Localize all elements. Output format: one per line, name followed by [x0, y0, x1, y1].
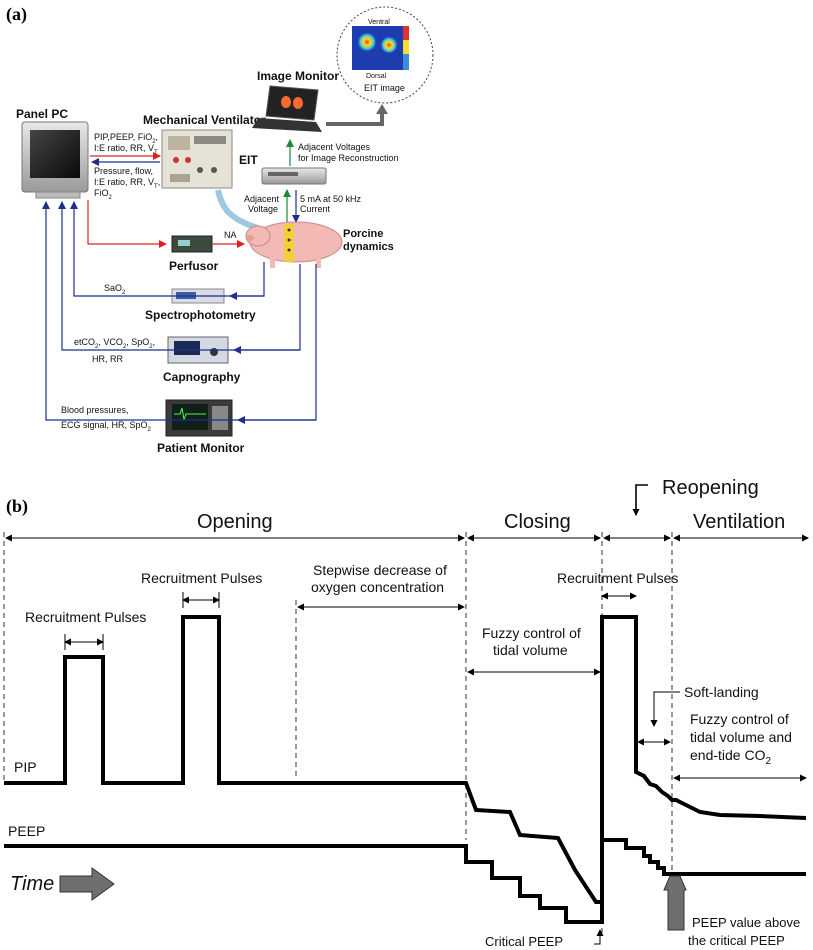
patient-monitor-label: Patient Monitor: [157, 441, 245, 455]
panel-pc-device: [21, 121, 89, 199]
ventilator-device: [161, 129, 233, 189]
vent-to-pc-label-2: I:E ratio, RR, VT,: [94, 177, 160, 190]
fuzzy-co2-label-1: Fuzzy control of: [690, 711, 789, 727]
eit-up-label-2: for Image Reconstruction: [298, 153, 399, 163]
eit-label: EIT: [239, 153, 258, 167]
monitor-to-eit-arrow: [326, 112, 384, 126]
pc-to-vent-label-1: PIP,PEEP, FiO2,: [94, 132, 158, 145]
ventilator-tube: [215, 189, 259, 231]
soft-landing-label: Soft-landing: [684, 684, 759, 700]
patient-monitor-device: [165, 399, 233, 437]
pip-trace: [4, 615, 807, 904]
time-label: Time: [10, 873, 54, 895]
stepwise-label-2: oxygen concentration: [311, 579, 444, 595]
pc-to-perfusor-arrow: [87, 200, 167, 248]
pm-signals-1: Blood pressures,: [61, 405, 129, 415]
recruitment-label-2: Recruitment Pulses: [141, 570, 262, 586]
monitor-to-eit-arrowhead: [376, 104, 388, 114]
phase-closing: Closing: [504, 511, 571, 533]
peep-label: PEEP: [8, 823, 45, 839]
eit-device: [261, 167, 327, 185]
fuzzy-tidal-label-1: Fuzzy control of: [482, 625, 581, 641]
eit-dorsal-label: Dorsal: [366, 73, 387, 80]
sao2-label: SaO2: [104, 283, 126, 296]
pip-label: PIP: [14, 759, 37, 775]
current-label-1: 5 mA at 50 kHz: [300, 194, 362, 204]
panel-a-label: (a): [6, 4, 27, 25]
current-label-2: Current: [300, 204, 331, 214]
capno-signals-1: etCO2, VCO2, SpO2,: [74, 337, 155, 350]
peep-trace: [4, 838, 806, 924]
critical-peep-label: Critical PEEP: [485, 934, 563, 949]
adjacent-voltage-2: Voltage: [248, 204, 278, 214]
phase-opening: Opening: [197, 511, 273, 533]
peep-above-label-2: the critical PEEP: [688, 933, 785, 948]
eit-ventral-label: Ventral: [368, 19, 390, 26]
adjacent-voltage-1: Adjacent: [244, 194, 280, 204]
eit-up-label-1: Adjacent Voltages: [298, 142, 371, 152]
vent-to-pc-label-3: FiO2: [94, 188, 113, 201]
image-monitor-label: Image Monitor: [257, 69, 339, 83]
panel-pc-label: Panel PC: [16, 107, 68, 121]
perfusor-device: [171, 235, 213, 253]
peep-above-arrow: [663, 875, 687, 931]
capno-signals-2: HR, RR: [92, 354, 123, 364]
recruitment-label-1: Recruitment Pulses: [25, 609, 146, 625]
na-label: NA: [224, 230, 237, 240]
image-monitor-device: [252, 85, 322, 132]
reopening-label: Reopening: [662, 477, 759, 499]
fuzzy-tidal-label-2: tidal volume: [493, 642, 568, 658]
soft-landing-pointer: [650, 691, 680, 727]
pig-image: [245, 221, 343, 268]
capno-label: Capnography: [163, 370, 241, 384]
pm-signals-2: ECG signal, HR, SpO2: [61, 420, 152, 433]
porcine-label-2: dynamics: [343, 241, 394, 253]
eit-image-figure: [336, 6, 434, 104]
porcine-label-1: Porcine: [343, 228, 383, 240]
time-arrow: [59, 867, 115, 901]
recruitment-interval-arrows: [64, 592, 807, 782]
peep-above-label-1: PEEP value above: [692, 915, 800, 930]
reopening-pointer: [632, 484, 648, 516]
spectro-label: Spectrophotometry: [145, 308, 256, 322]
fuzzy-co2-label-2: tidal volume and: [690, 729, 792, 745]
stepwise-label-1: Stepwise decrease of: [313, 562, 447, 578]
phase-ventilation: Ventilation: [693, 511, 785, 533]
perfusor-label: Perfusor: [169, 259, 219, 273]
vent-to-pc-label-1: Pressure, flow,: [94, 166, 153, 176]
critical-peep-pointer: [594, 929, 604, 945]
pc-to-vent-label-2: I:E ratio, RR, VT: [94, 143, 158, 156]
fuzzy-co2-label-3: end-tide CO2: [690, 747, 771, 767]
panel-b-label: (b): [6, 496, 28, 517]
eit-image-caption: EIT image: [364, 83, 405, 93]
feedback-lines: [42, 201, 317, 424]
ventilator-label: Mechanical Ventilator: [143, 113, 266, 127]
recruitment-label-3: Recruitment Pulses: [557, 570, 678, 586]
